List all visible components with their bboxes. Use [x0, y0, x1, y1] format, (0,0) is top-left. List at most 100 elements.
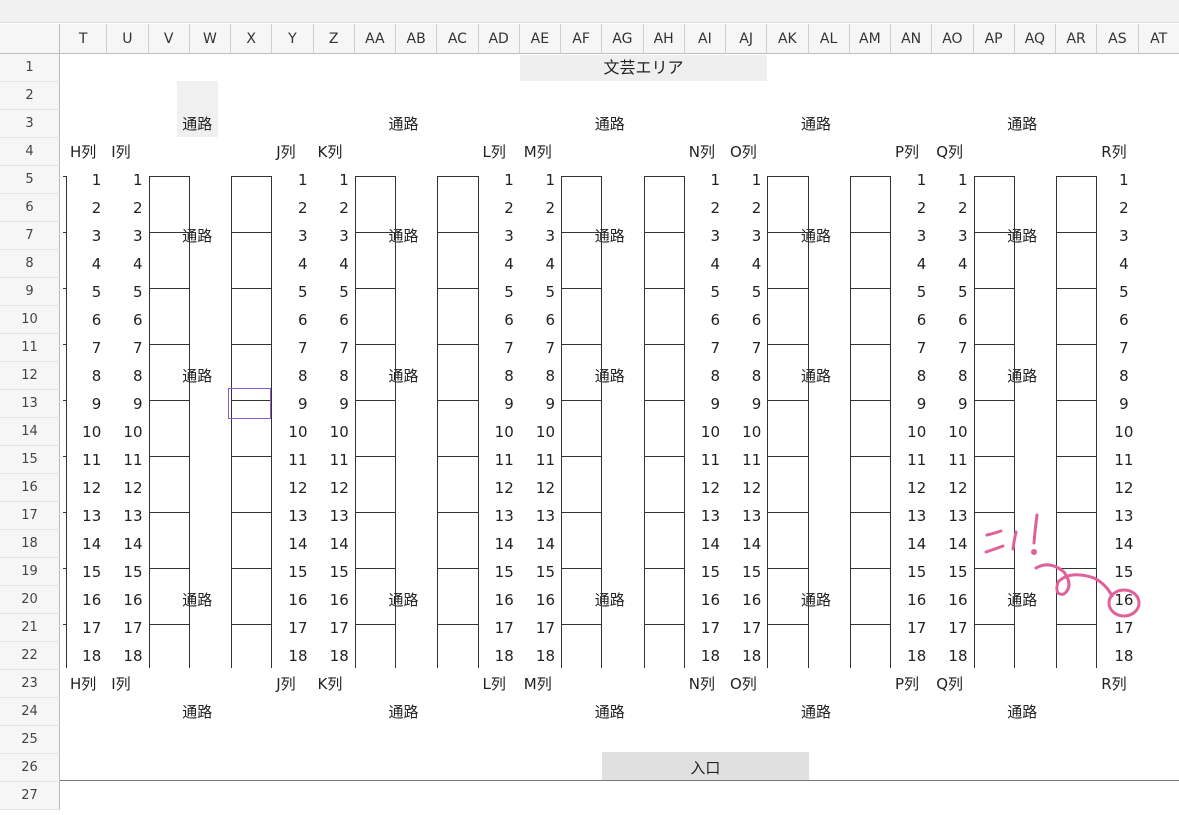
seat-number[interactable]: 15 — [123, 563, 143, 581]
seat-number[interactable]: 9 — [339, 395, 349, 413]
seat-number[interactable]: 2 — [957, 199, 968, 217]
column-header-am[interactable]: AM — [849, 24, 891, 54]
seat-number[interactable]: 11 — [535, 451, 555, 469]
seat-number[interactable]: 1 — [504, 171, 514, 189]
seat-number[interactable]: 17 — [1114, 619, 1134, 637]
column-header-ae[interactable]: AE — [519, 24, 561, 54]
seat-number[interactable]: 18 — [907, 647, 927, 665]
seat-number[interactable]: 15 — [288, 563, 308, 581]
seat-number[interactable]: 14 — [329, 535, 349, 553]
seat-number[interactable]: 16 — [329, 591, 349, 609]
seat-number[interactable]: 14 — [907, 535, 927, 553]
seat-number[interactable]: 13 — [494, 507, 514, 525]
seat-number[interactable]: 12 — [907, 479, 927, 497]
seat-number[interactable]: 15 — [700, 563, 720, 581]
seat-number[interactable]: 17 — [329, 619, 349, 637]
seat-number[interactable]: 15 — [535, 563, 555, 581]
seat-number[interactable]: 5 — [916, 283, 927, 301]
row-header-25[interactable]: 25 — [0, 726, 60, 754]
seat-number[interactable]: 11 — [494, 451, 514, 469]
seat-number[interactable]: 17 — [494, 619, 514, 637]
seat-number[interactable]: 18 — [82, 647, 102, 665]
seat-number[interactable]: 9 — [710, 395, 720, 413]
seat-number[interactable]: 1 — [339, 171, 349, 189]
seat-number[interactable]: 14 — [123, 535, 143, 553]
seat-number[interactable]: 13 — [907, 507, 927, 525]
seat-number[interactable]: 7 — [545, 339, 555, 357]
row-header-3[interactable]: 3 — [0, 110, 60, 138]
seat-number[interactable]: 16 — [948, 591, 968, 609]
seat-number[interactable]: 10 — [948, 423, 968, 441]
seat-number[interactable]: 2 — [339, 199, 349, 217]
column-header-ai[interactable]: AI — [684, 24, 726, 54]
seat-number[interactable]: 2 — [91, 199, 102, 217]
seat-number[interactable]: 4 — [339, 255, 349, 273]
seat-number[interactable]: 16 — [742, 591, 762, 609]
seat-number[interactable]: 11 — [948, 451, 968, 469]
seat-number[interactable]: 7 — [297, 339, 308, 357]
seat-number[interactable]: 10 — [907, 423, 927, 441]
seat-number[interactable]: 9 — [751, 395, 762, 413]
column-header-v[interactable]: V — [148, 24, 190, 54]
seat-number[interactable]: 6 — [297, 311, 308, 329]
seat-number[interactable]: 16 — [700, 591, 720, 609]
seat-number[interactable]: 18 — [535, 647, 555, 665]
seat-number[interactable]: 15 — [907, 563, 927, 581]
seat-number[interactable]: 8 — [545, 367, 555, 385]
row-header-18[interactable]: 18 — [0, 530, 60, 558]
seat-number[interactable]: 10 — [82, 423, 102, 441]
row-header-14[interactable]: 14 — [0, 418, 60, 446]
seat-number[interactable]: 7 — [1119, 339, 1129, 357]
seat-number[interactable]: 8 — [710, 367, 720, 385]
seat-number[interactable]: 12 — [82, 479, 102, 497]
seat-number[interactable]: 17 — [535, 619, 555, 637]
seat-number[interactable]: 6 — [545, 311, 555, 329]
seat-number[interactable]: 8 — [916, 367, 927, 385]
row-header-8[interactable]: 8 — [0, 250, 60, 278]
seat-number[interactable]: 9 — [957, 395, 968, 413]
seat-number[interactable]: 5 — [1119, 283, 1129, 301]
seat-number[interactable]: 14 — [700, 535, 720, 553]
seat-number[interactable]: 5 — [132, 283, 143, 301]
seat-number[interactable]: 6 — [132, 311, 143, 329]
seat-number[interactable]: 3 — [710, 227, 720, 245]
seat-number[interactable]: 12 — [123, 479, 143, 497]
column-header-ac[interactable]: AC — [437, 24, 479, 54]
seat-number[interactable]: 1 — [91, 171, 102, 189]
seat-number[interactable]: 17 — [948, 619, 968, 637]
row-header-17[interactable]: 17 — [0, 502, 60, 530]
seat-number[interactable]: 3 — [916, 227, 927, 245]
seat-number[interactable]: 11 — [82, 451, 102, 469]
seat-number[interactable]: 5 — [957, 283, 968, 301]
seat-number[interactable]: 2 — [710, 199, 720, 217]
row-header-12[interactable]: 12 — [0, 362, 60, 390]
seat-number[interactable]: 1 — [1119, 171, 1129, 189]
seat-number[interactable]: 18 — [329, 647, 349, 665]
seat-number[interactable]: 7 — [957, 339, 968, 357]
seat-number[interactable]: 12 — [288, 479, 308, 497]
seat-number[interactable]: 1 — [545, 171, 555, 189]
seat-number[interactable]: 14 — [288, 535, 308, 553]
seat-number[interactable]: 10 — [329, 423, 349, 441]
seat-number[interactable]: 8 — [297, 367, 308, 385]
seat-number[interactable]: 7 — [91, 339, 102, 357]
seat-number[interactable]: 7 — [916, 339, 927, 357]
seat-number[interactable]: 4 — [957, 255, 968, 273]
seat-number[interactable]: 9 — [91, 395, 102, 413]
column-header-ab[interactable]: AB — [396, 24, 438, 54]
seat-number[interactable]: 15 — [1114, 563, 1134, 581]
seat-number[interactable]: 7 — [504, 339, 514, 357]
seat-number[interactable]: 11 — [329, 451, 349, 469]
seat-number[interactable]: 16 — [907, 591, 927, 609]
row-header-21[interactable]: 21 — [0, 614, 60, 642]
seat-number[interactable]: 17 — [288, 619, 308, 637]
seat-number[interactable]: 4 — [916, 255, 927, 273]
seat-number[interactable]: 8 — [1119, 367, 1129, 385]
seat-number[interactable]: 11 — [123, 451, 143, 469]
seat-number[interactable]: 12 — [742, 479, 762, 497]
seat-number[interactable]: 14 — [948, 535, 968, 553]
seat-number[interactable]: 15 — [494, 563, 514, 581]
row-header-27[interactable]: 27 — [0, 782, 60, 810]
row-header-7[interactable]: 7 — [0, 222, 60, 250]
seat-number[interactable]: 16 — [535, 591, 555, 609]
